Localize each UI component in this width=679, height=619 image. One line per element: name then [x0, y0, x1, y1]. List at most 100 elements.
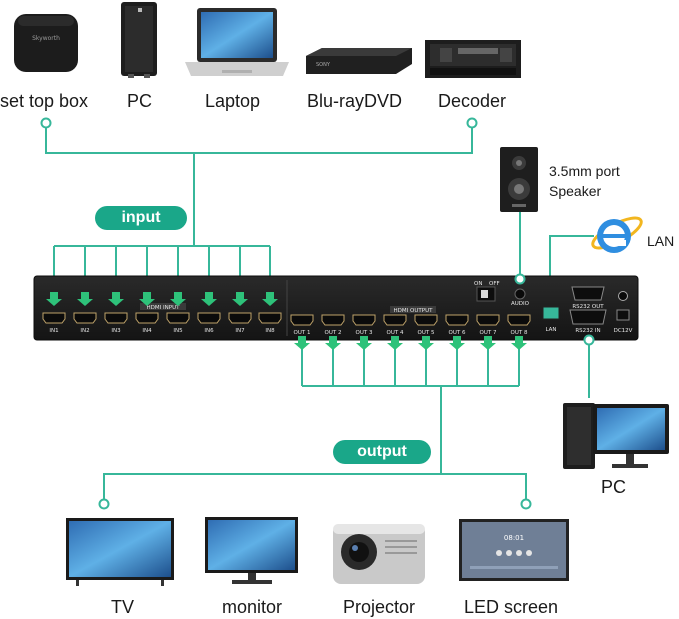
input-port-label-1: IN1	[49, 328, 58, 334]
output-arrow-3	[356, 336, 372, 350]
output-port-label-7: OUT 7	[480, 330, 497, 336]
label-decoder: Decoder	[438, 91, 507, 111]
input-port-label-3: IN3	[111, 328, 121, 334]
pc-tower-icon	[121, 2, 157, 78]
input-port-4: IN4	[135, 312, 159, 334]
projector-icon	[333, 524, 425, 584]
speaker-icon	[500, 147, 538, 212]
label-tv: TV	[111, 597, 135, 617]
led-connector-dot	[520, 498, 532, 510]
output-port-6: OUT 6	[445, 314, 469, 336]
tv-icon	[66, 518, 174, 586]
hdmi-input-title-bg	[140, 303, 186, 310]
signal-arrows	[46, 292, 527, 350]
label-monitor: monitor	[222, 597, 283, 617]
output-port-label-5: OUT 5	[418, 330, 435, 336]
input-connection-lines	[45, 127, 473, 282]
input-arrow-7	[232, 292, 248, 306]
output-port-label-6: OUT 6	[449, 330, 466, 336]
input-port-2: IN2	[73, 312, 97, 334]
tv-connector-dot	[98, 498, 110, 510]
hdmi-ports: IN1 IN2 IN3 IN4 IN5 IN6 IN7 IN8 OUT 1 OUT 2 OUT 3 O…	[42, 312, 531, 336]
decoder-connector-dot	[466, 117, 478, 129]
label-bluray: Blu-rayDVD	[307, 91, 403, 111]
label-led-screen: LED screen	[464, 597, 559, 617]
lan-label: LAN	[647, 233, 675, 249]
output-port-2: OUT 2	[321, 314, 345, 336]
led-screen-icon: 08:01	[459, 519, 569, 581]
output-port-label-2: OUT 2	[325, 330, 342, 336]
rs232-out-label: RS232 OUT	[572, 304, 604, 310]
label-projector: Projector	[343, 597, 416, 617]
label-laptop: Laptop	[205, 91, 261, 111]
lan-e-icon	[591, 216, 643, 253]
audio-port-label: AUDIO	[511, 301, 530, 307]
laptop-icon	[185, 8, 289, 76]
input-badge: input	[95, 206, 187, 230]
input-port-label-8: IN8	[265, 328, 275, 334]
hdmi-output-title: HDMI OUTPUT	[394, 308, 434, 314]
output-port-label-1: OUT 1	[294, 330, 311, 336]
input-port-7: IN7	[228, 312, 252, 334]
output-port-label-8: OUT 8	[511, 330, 528, 336]
settop-brand: Skyworth	[32, 35, 60, 42]
audio-label-line2: Speaker	[549, 183, 602, 199]
input-arrow-2	[77, 292, 93, 306]
audio-connector-dot	[514, 273, 526, 285]
svg-text:SONY: SONY	[316, 62, 331, 68]
output-badge: output	[333, 440, 431, 464]
output-arrow-8	[511, 336, 527, 350]
output-arrow-5	[418, 336, 434, 350]
input-port-label-7: IN7	[235, 328, 245, 334]
switch-off: OFF	[489, 281, 500, 287]
audio-label-line1: 3.5mm port	[549, 163, 620, 179]
output-port-5: OUT 5	[414, 314, 438, 336]
lan-port-label: LAN	[545, 327, 556, 333]
input-arrow-5	[170, 292, 186, 306]
input-arrow-8	[262, 292, 278, 306]
input-port-label-4: IN4	[142, 328, 152, 334]
input-arrow-6	[201, 292, 217, 306]
rs232-in-label: RS232 IN	[575, 328, 600, 334]
output-arrow-2	[325, 336, 341, 350]
switch-on: ON	[474, 281, 482, 287]
output-arrow-7	[480, 336, 496, 350]
hdmi-input-title: HDMI INPUT	[147, 305, 181, 311]
svg-text:08:01: 08:01	[504, 534, 524, 542]
input-port-label-2: IN2	[80, 328, 89, 334]
monitor-icon	[205, 517, 298, 584]
output-port-label-3: OUT 3	[356, 330, 373, 336]
dc-port-label: DC12V	[614, 328, 633, 334]
output-port-7: OUT 7	[476, 314, 500, 336]
input-port-1: IN1	[42, 312, 66, 334]
output-port-4: OUT 4	[383, 314, 407, 336]
output-arrow-6	[449, 336, 465, 350]
pc-workstation-icon	[563, 403, 669, 469]
input-port-8: IN8	[258, 312, 282, 334]
input-arrow-1	[46, 292, 62, 306]
output-port-8: OUT 8	[507, 314, 531, 336]
decoder-icon	[425, 40, 521, 78]
input-arrow-3	[108, 292, 124, 306]
settop-connector-dot	[40, 117, 52, 129]
output-port-1: OUT 1	[290, 314, 314, 336]
rs232-connector-dot	[583, 334, 595, 346]
bluray-player-icon: SONY	[306, 48, 412, 74]
label-pc-right: PC	[601, 477, 627, 497]
input-port-3: IN3	[104, 312, 128, 334]
label-pc-source: PC	[127, 91, 153, 111]
input-port-5: IN5	[166, 312, 190, 334]
output-port-3: OUT 3	[352, 314, 376, 336]
input-port-label-6: IN6	[204, 328, 214, 334]
input-arrow-4	[139, 292, 155, 306]
lan-line	[549, 235, 594, 276]
label-set-top-box: set top box	[0, 91, 89, 111]
input-port-label-5: IN5	[173, 328, 183, 334]
hdmi-output-title-bg	[390, 306, 436, 313]
input-port-6: IN6	[197, 312, 221, 334]
set-top-box-icon: Skyworth	[14, 14, 78, 72]
output-port-label-4: OUT 4	[387, 330, 404, 336]
output-arrow-1	[294, 336, 310, 350]
